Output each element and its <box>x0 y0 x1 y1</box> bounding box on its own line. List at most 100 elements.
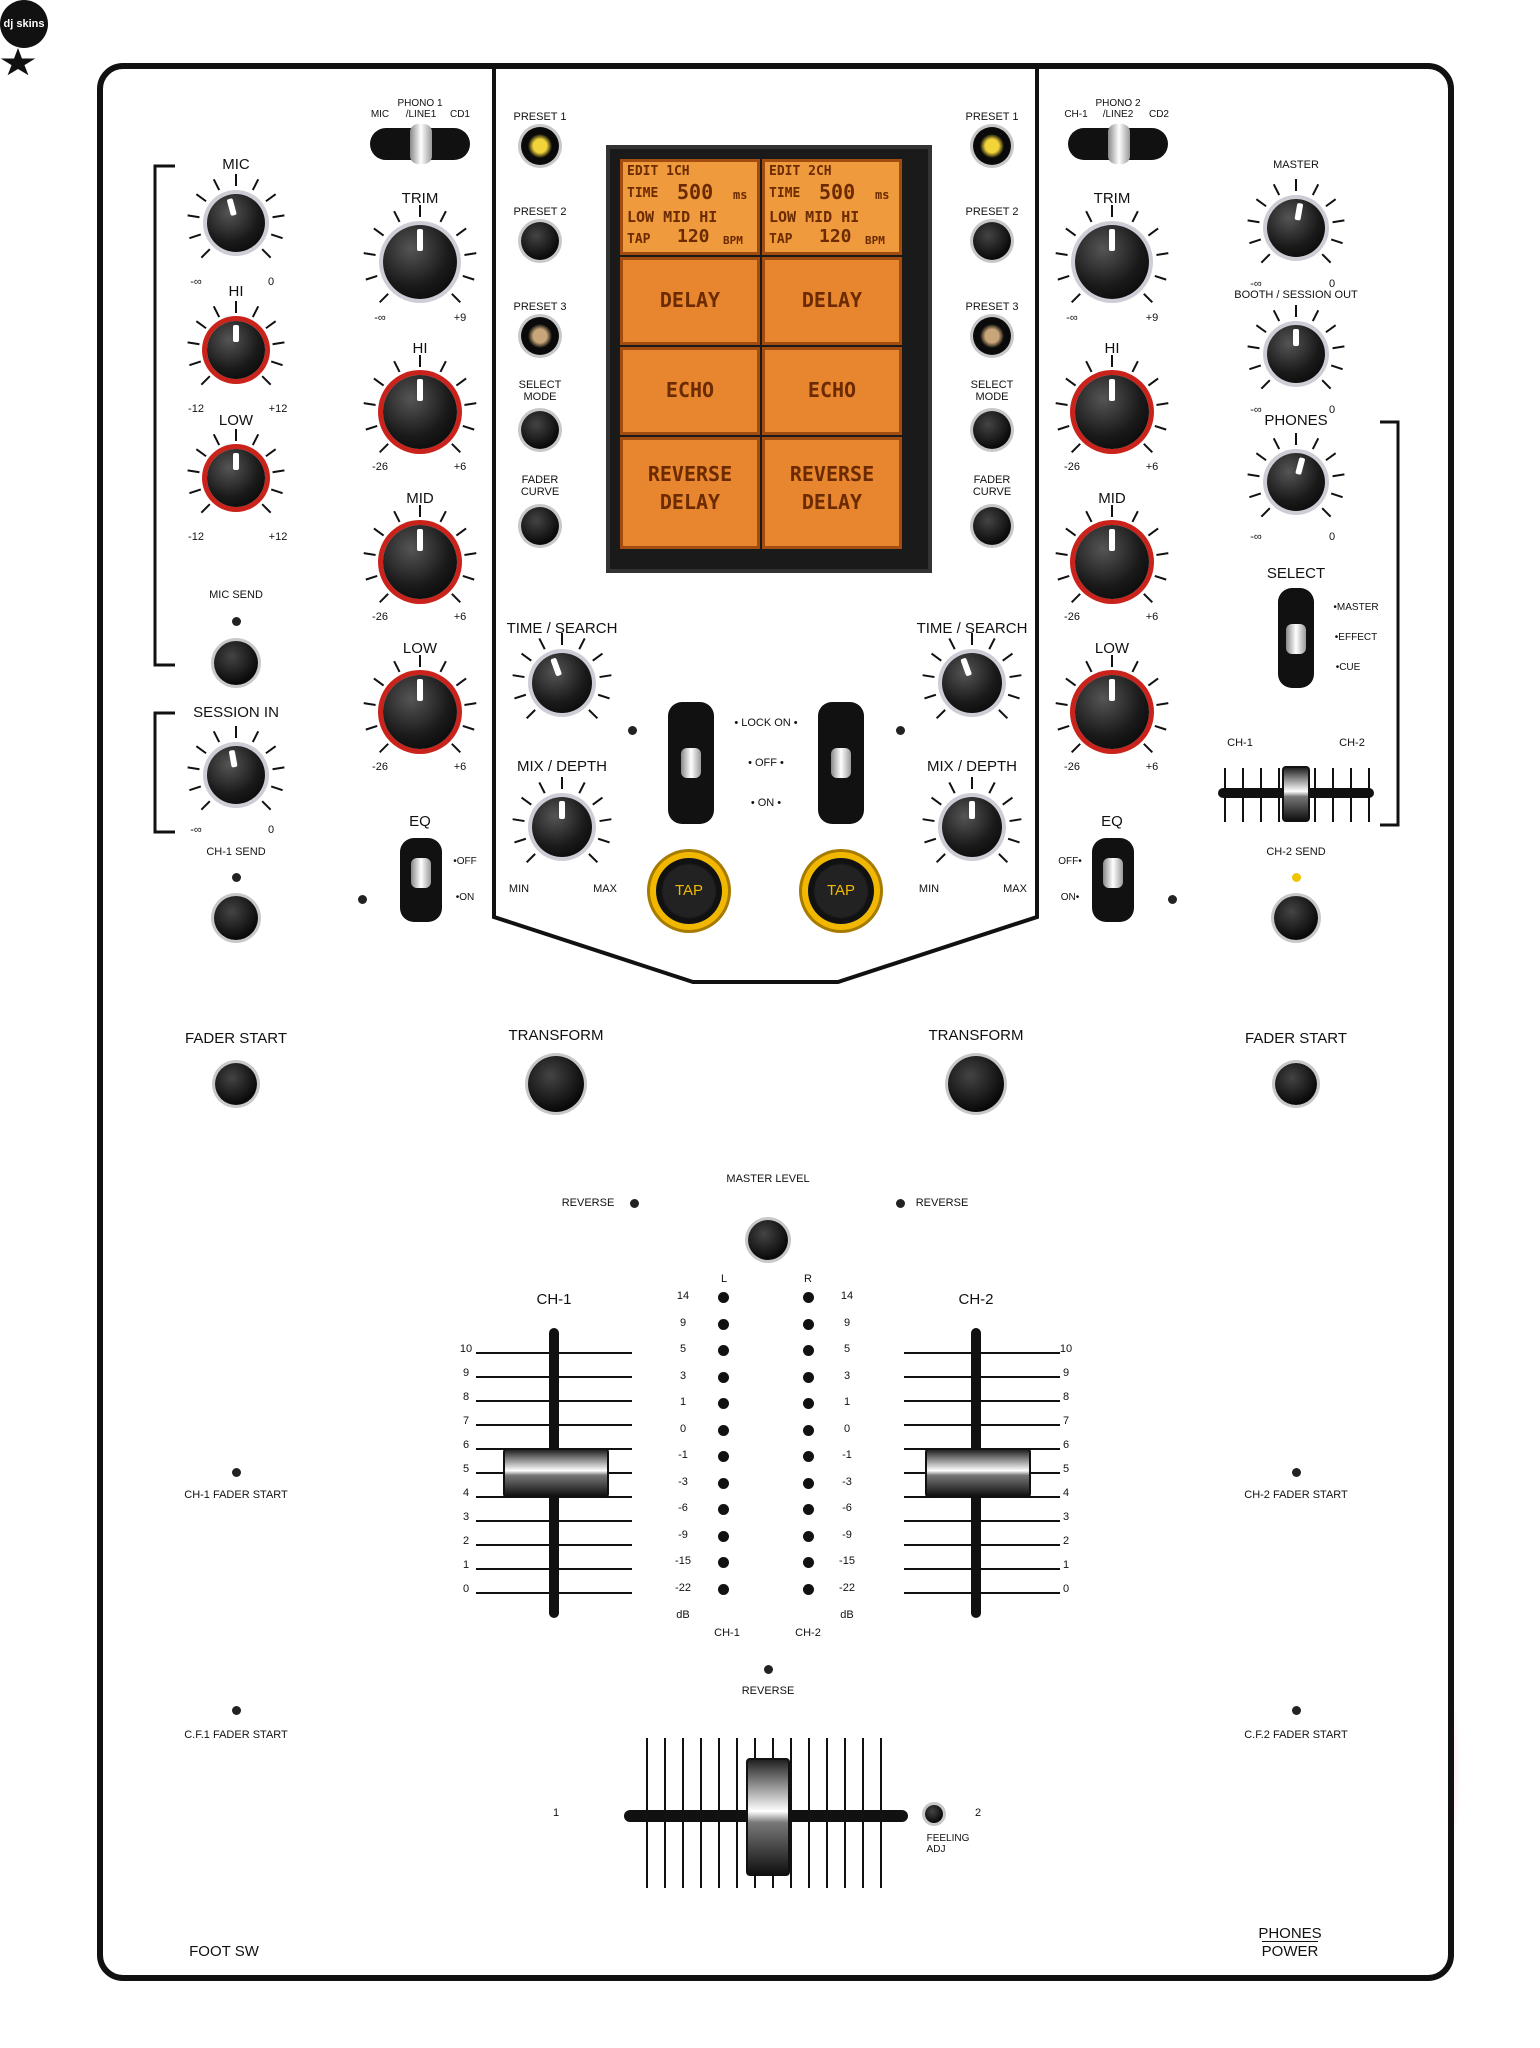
ch2-send-led <box>1292 873 1301 882</box>
cf1-fader-start-label: C.F.1 FADER START <box>184 1729 288 1741</box>
mid-knob-l[interactable] <box>363 505 477 604</box>
toggle-lever <box>1286 624 1306 654</box>
fader-curve-button-l[interactable] <box>521 507 559 545</box>
meter-led-l <box>718 1398 729 1409</box>
lock-switch-l[interactable] <box>668 702 714 824</box>
hi-knob-r[interactable] <box>1055 355 1169 454</box>
source-select-l[interactable] <box>370 124 470 164</box>
mix-depth-knob-l[interactable] <box>512 777 612 864</box>
ch1-scale-1: 1 <box>462 1559 470 1571</box>
booth-max: 0 <box>1328 404 1336 416</box>
ch2-send-button[interactable] <box>1274 896 1318 940</box>
preset1-r-button[interactable] <box>973 127 1011 165</box>
mic-low-knob[interactable] <box>187 429 285 514</box>
meter-scale-r: 1 <box>843 1396 851 1408</box>
ch2-scale-6: 6 <box>1062 1439 1070 1451</box>
session-in-min: -∞ <box>190 824 202 836</box>
preset1-l-button[interactable] <box>521 127 559 165</box>
screen-delay-ch1[interactable]: DELAY <box>620 257 760 345</box>
meter-led-r <box>803 1583 814 1595</box>
trim-knob-r[interactable] <box>1055 205 1169 304</box>
eq-led-r <box>1168 895 1177 904</box>
mid-title-r: MID <box>1098 490 1126 507</box>
preset3-l-button[interactable] <box>521 317 559 355</box>
screen-echo-ch2[interactable]: ECHO <box>762 347 902 435</box>
knob-indicator <box>417 379 423 402</box>
select-mode-button-r[interactable] <box>973 411 1011 449</box>
mic-send-button[interactable] <box>214 641 258 685</box>
crossfader-cap[interactable] <box>746 1758 790 1876</box>
select-effect: •EFFECT <box>1334 632 1378 643</box>
screen-delay-ch2[interactable]: DELAY <box>762 257 902 345</box>
mic-knob[interactable] <box>187 174 285 259</box>
feeling-adj-button[interactable] <box>925 1805 943 1823</box>
transform-button-l[interactable] <box>528 1056 584 1112</box>
tap-button-r[interactable]: TAP <box>808 858 874 924</box>
ch2-fader-start-label: CH-2 FADER START <box>1244 1489 1348 1501</box>
master-knob[interactable] <box>1247 179 1345 264</box>
screen-edit-title: EDIT 1CH <box>627 164 690 179</box>
low-min-l: -26 <box>372 761 388 773</box>
mic-hi-knob[interactable] <box>187 301 285 386</box>
hi-knob-l[interactable] <box>363 355 477 454</box>
cf-assign-tick <box>1332 768 1334 822</box>
knob-indicator <box>969 801 975 819</box>
eq-on-l: •ON <box>455 892 475 903</box>
phones-knob[interactable] <box>1247 433 1345 518</box>
lock-switch-r[interactable] <box>818 702 864 824</box>
fader-start-button-l[interactable] <box>215 1063 257 1105</box>
ch2-fader-cap[interactable] <box>925 1448 1031 1498</box>
screen-time-label: TIME <box>769 186 801 201</box>
booth-knob[interactable] <box>1247 305 1345 390</box>
time-search-knob-r[interactable] <box>922 633 1022 720</box>
cf1-fader-start-led <box>232 1706 241 1715</box>
transform-button-r[interactable] <box>948 1056 1004 1112</box>
mix-depth-knob-r[interactable] <box>922 777 1022 864</box>
mic-hi-min: -12 <box>188 403 204 415</box>
preset2-r-button[interactable] <box>973 222 1011 260</box>
select-mode-b-r: MODE <box>975 391 1009 403</box>
ch2-scale-line <box>904 1376 1060 1378</box>
eq-toggle-l[interactable] <box>400 838 442 922</box>
source-opt-cd1: CD1 <box>449 109 471 120</box>
fader-start-button-r[interactable] <box>1275 1063 1317 1105</box>
meter-led-r <box>803 1292 814 1303</box>
source-select-r[interactable] <box>1068 124 1168 164</box>
select-mode-button-l[interactable] <box>521 411 559 449</box>
session-in-knob[interactable] <box>187 726 285 811</box>
knob-indicator <box>1109 229 1115 252</box>
low-knob-r[interactable] <box>1055 655 1169 754</box>
meter-led-l <box>718 1292 729 1303</box>
trim-max-l: +9 <box>453 312 467 324</box>
low-knob-l[interactable] <box>363 655 477 754</box>
preset3-r-button[interactable] <box>973 317 1011 355</box>
eq-toggle-r[interactable] <box>1092 838 1134 922</box>
cf-assign-knob[interactable] <box>1282 766 1310 822</box>
time-search-knob-l[interactable] <box>512 633 612 720</box>
tap-button-l[interactable]: TAP <box>656 858 722 924</box>
mid-knob-r[interactable] <box>1055 505 1169 604</box>
ch1-send-button[interactable] <box>214 896 258 940</box>
ch1-fader-cap[interactable] <box>503 1448 609 1498</box>
knob-tick <box>235 301 237 313</box>
select-master: •MASTER <box>1333 602 1379 613</box>
toggle-lever <box>1103 858 1123 888</box>
transform-label-r: TRANSFORM <box>928 1027 1024 1044</box>
low-title-l: LOW <box>402 640 438 657</box>
screen-tap-value: 120 <box>819 226 852 247</box>
fader-curve-button-r[interactable] <box>973 507 1011 545</box>
master-level-button[interactable] <box>748 1220 788 1260</box>
trim-knob-l[interactable] <box>363 205 477 304</box>
screen-echo-ch1[interactable]: ECHO <box>620 347 760 435</box>
select-switch[interactable] <box>1278 588 1314 688</box>
cf-assign-tick <box>1314 768 1316 822</box>
meter-led-r <box>803 1504 814 1515</box>
knob-indicator <box>417 529 423 552</box>
screen-reverse-delay-text: DELAY <box>659 490 721 514</box>
preset2-l-button[interactable] <box>521 222 559 260</box>
knob-tick <box>561 777 563 789</box>
